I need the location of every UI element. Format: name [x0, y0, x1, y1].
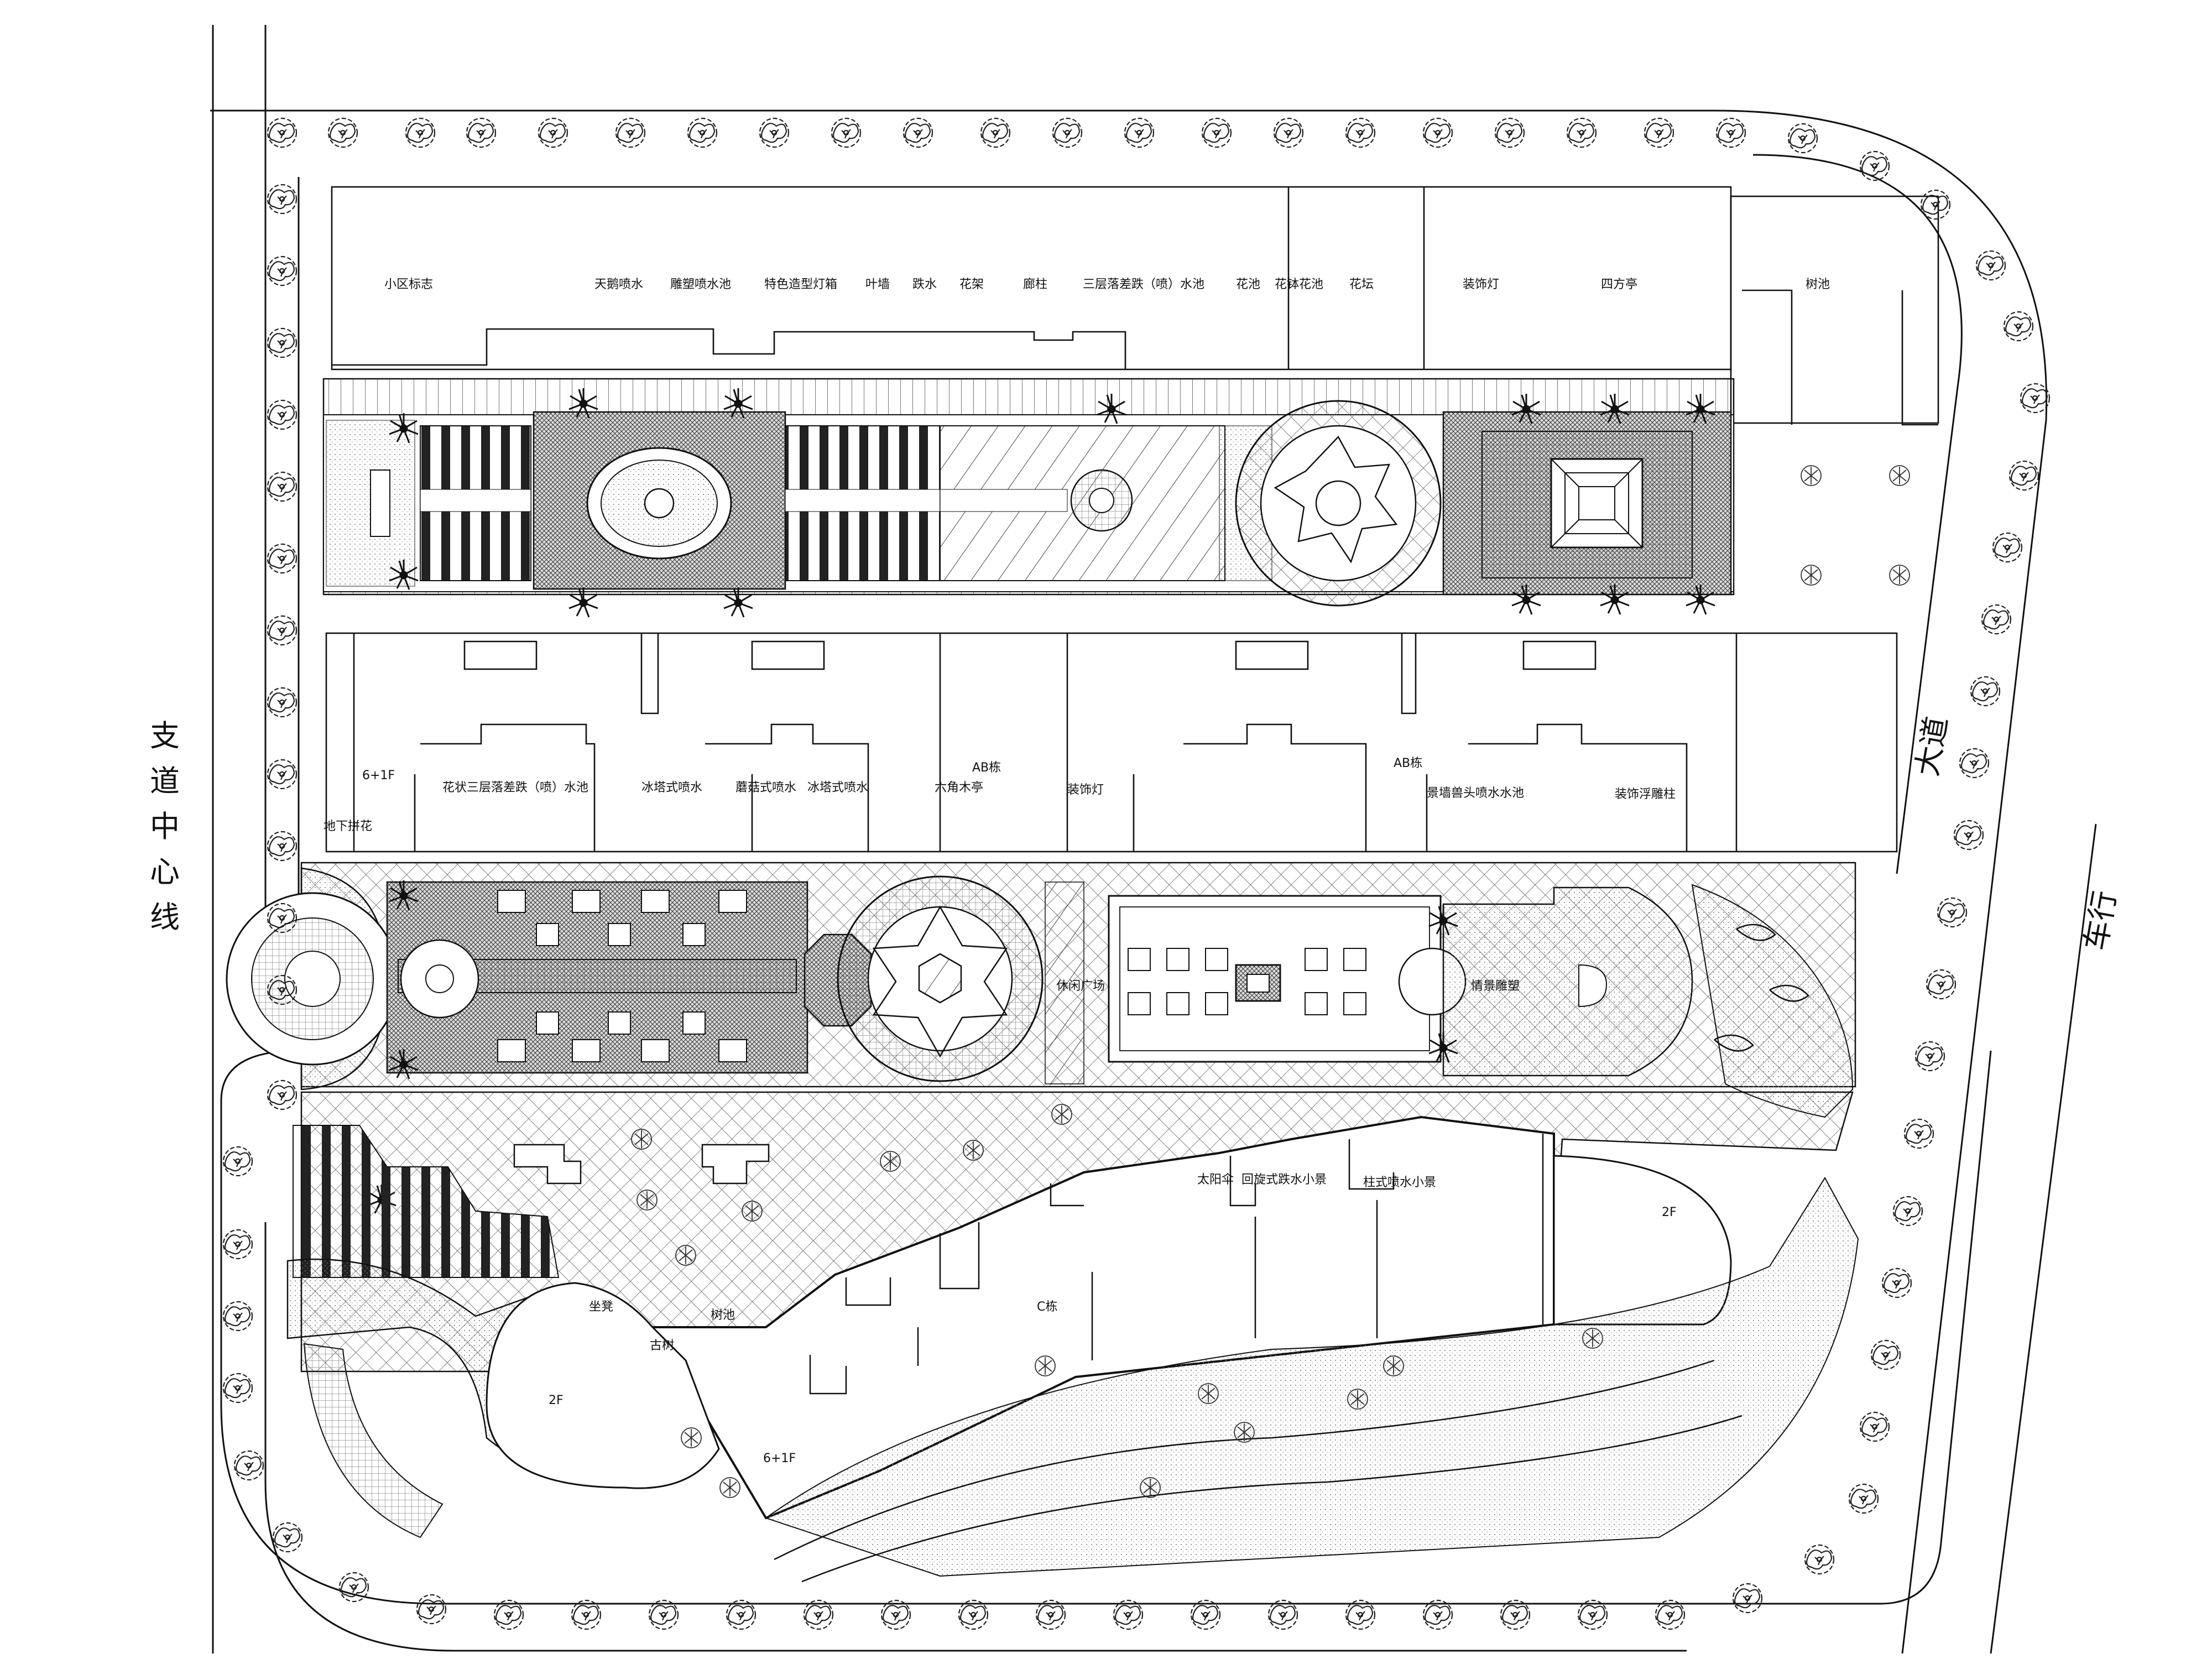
right-ornaments — [1801, 465, 1910, 586]
label-column-fountain: 柱式喷水小景 — [1363, 1176, 1437, 1190]
label-flower-bed: 花坛 — [1349, 278, 1374, 291]
label-ab-building-1: AB栋 — [972, 761, 1001, 775]
label-tree-pool-top: 树池 — [1806, 278, 1830, 291]
label-square-pavilion: 四方亭 — [1601, 278, 1638, 291]
label-spiral-cascade: 回旋式跌水小景 — [1241, 1173, 1327, 1187]
label-relief-column: 装饰浮雕柱 — [1615, 787, 1676, 801]
label-ground-pattern: 地下拼花 — [324, 820, 373, 833]
label-three-tier-pool: 三层落差跌（喷）水池 — [1083, 278, 1205, 291]
label-2f-left: 2F — [549, 1394, 564, 1407]
label-6plus1f-a: 6+1F — [362, 769, 395, 782]
label-ab-building-2: AB栋 — [1394, 757, 1423, 770]
label-deco-lamp-top: 装饰灯 — [1463, 278, 1500, 291]
label-swan-fountain: 天鹅喷水 — [594, 278, 644, 291]
site-boundary — [220, 154, 1992, 1605]
label-ancient-tree: 古树 — [650, 1339, 675, 1353]
label-light-box: 特色造型灯箱 — [764, 278, 838, 291]
label-cascade: 跌水 — [912, 278, 937, 291]
top-garden — [322, 378, 1735, 607]
label-beast-head-pool: 景墙兽头喷水水池 — [1427, 786, 1525, 800]
label-bench: 坐凳 — [589, 1300, 614, 1314]
label-community-sign: 小区标志 — [384, 278, 434, 291]
label-2f-right: 2F — [1662, 1206, 1677, 1219]
label-tree-pool-bottom: 树池 — [711, 1308, 735, 1322]
label-hexagon-pavilion: 六角木亭 — [935, 781, 984, 795]
label-mushroom-fountain: 蘑菇式喷水 — [735, 781, 797, 795]
branch-road-label: 支道中心线 — [150, 718, 180, 935]
plaza-pavilions — [497, 890, 1366, 1062]
label-flower-pool: 花池 — [1236, 278, 1261, 291]
road-lines — [210, 25, 2097, 1654]
label-sculpture-pool: 雕塑喷水池 — [670, 278, 732, 291]
building-2f-left — [286, 1258, 720, 1538]
south-garden — [764, 1177, 1859, 1583]
label-ice-tower-1: 冰塔式喷水 — [641, 781, 703, 795]
label-6plus1f-c: 6+1F — [763, 1452, 796, 1465]
central-plaza — [226, 862, 1856, 1118]
label-sun-umbrella: 太阳伞 — [1197, 1173, 1234, 1187]
label-flower-three-tier: 花状三层落差跌（喷）水池 — [442, 781, 589, 795]
label-ice-tower-2: 冰塔式喷水 — [807, 781, 869, 795]
label-deco-lamp-mid: 装饰灯 — [1067, 783, 1104, 797]
label-leisure-plaza: 休闲广场 — [1056, 979, 1105, 993]
label-pergola: 花架 — [959, 278, 984, 291]
building-top — [331, 186, 1939, 426]
label-scene-sculpture: 情景雕塑 — [1471, 979, 1520, 993]
label-colonnade: 廊柱 — [1023, 278, 1048, 291]
label-c-building: C栋 — [1037, 1300, 1058, 1314]
label-flower-bowl: 花钵花池 — [1275, 278, 1324, 291]
label-leaf-wall: 叶墙 — [865, 278, 890, 291]
building-ab — [325, 632, 1898, 853]
